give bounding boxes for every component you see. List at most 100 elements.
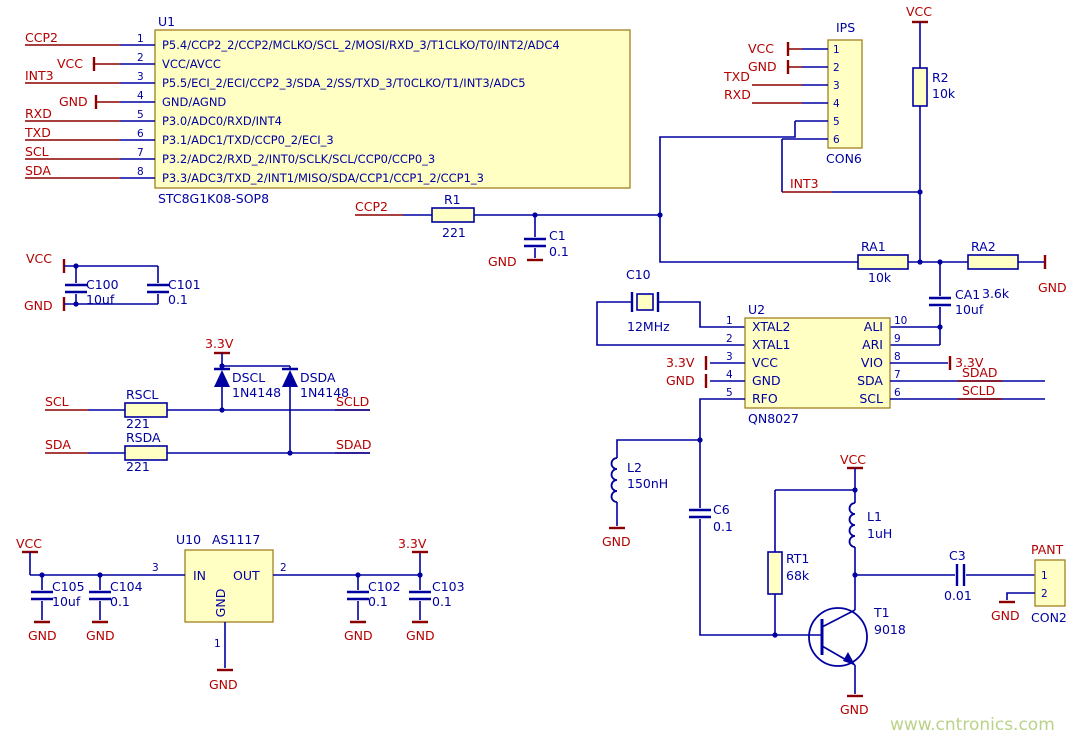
u1-pin7-name: P3.2/ADC2/RXD_2/INT0/SCLK/SCL/CCP0/CCP0_… xyxy=(162,152,435,166)
pant-pin2-num: 2 xyxy=(1041,588,1048,600)
ips-pin5-wire xyxy=(659,121,858,263)
c6-value: 0.1 xyxy=(713,519,733,534)
ra-gnd-label: GND xyxy=(1038,280,1067,295)
l1-coil xyxy=(848,502,856,548)
u1-body xyxy=(154,29,631,189)
u2-vio: VIO xyxy=(861,355,883,370)
u2-v33-label: 3.3V xyxy=(666,355,695,370)
u10-output-wires xyxy=(273,552,421,620)
ra2-body xyxy=(967,254,1019,270)
u1-pin4-num: 4 xyxy=(137,90,144,102)
ips-pin1-num: 1 xyxy=(833,44,840,56)
watermark: www.cntronics.com xyxy=(890,715,1055,735)
dscl-value: 1N4148 xyxy=(232,385,281,400)
component-r2: VCC R2 10k xyxy=(906,4,956,262)
clamp-v33-label: 3.3V xyxy=(205,336,234,351)
u10-pin-out: OUT xyxy=(233,568,260,583)
u2-num6: 6 xyxy=(894,387,901,399)
u10-vcc-label: VCC xyxy=(16,536,42,551)
c100-vcc-label: VCC xyxy=(26,251,52,266)
c10-wires xyxy=(596,301,745,346)
u1-net-gnd: GND xyxy=(59,94,88,109)
u2-ref: U2 xyxy=(748,302,765,317)
u2-body xyxy=(744,317,891,409)
ips-port-wires xyxy=(752,48,802,104)
c102-gnd-label: GND xyxy=(344,628,373,643)
pant-body xyxy=(1034,559,1066,607)
c101-value: 0.1 xyxy=(168,292,188,307)
u1-ref: U1 xyxy=(158,14,175,29)
component-u10: U10 AS1117 IN OUT GND 3 2 1 VCC GND GND … xyxy=(16,532,465,692)
ra1-body xyxy=(857,254,909,270)
ips-pin2-num: 2 xyxy=(833,62,840,74)
ra2-value: 3.6k xyxy=(982,286,1010,301)
r2-value: 10k xyxy=(932,86,956,101)
t1-leads xyxy=(821,575,856,694)
u1-part: STC8G1K08-SOP8 xyxy=(158,191,269,206)
component-l2-c6: GND L2 150nH C6 0.1 xyxy=(602,457,733,549)
c100-ref: C100 xyxy=(86,277,119,292)
u1-net-scl: SCL xyxy=(25,144,49,159)
dsda-value: 1N4148 xyxy=(300,385,349,400)
u1-pin1-name: P5.4/CCP2_2/CCP2/MCLKO/SCL_2/MOSI/RXD_3/… xyxy=(162,38,560,52)
c6-plates xyxy=(689,508,711,519)
l1-value: 1uH xyxy=(867,526,892,541)
u1-pin2-num: 2 xyxy=(137,52,144,64)
net-label-scl: SCL xyxy=(45,394,69,409)
c105-value: 10uf xyxy=(52,594,81,609)
u1-pin2-name: VCC/AVCC xyxy=(162,57,221,71)
u1-pin5-num: 5 xyxy=(137,109,144,121)
ips-net-txd: TXD xyxy=(723,69,750,84)
u1-pin1-num: 1 xyxy=(137,33,144,45)
c100-gnd-label: GND xyxy=(24,298,53,313)
c100-plates xyxy=(65,283,169,294)
l2-value: 150nH xyxy=(627,476,668,491)
rsda-body xyxy=(124,445,168,461)
c10-body xyxy=(636,293,654,311)
u10-v33-label: 3.3V xyxy=(398,536,427,551)
r2-vcc-label: VCC xyxy=(906,4,932,19)
ips-pin4-num: 4 xyxy=(833,98,840,110)
ips-ref: IPS xyxy=(836,20,855,35)
c103-gnd-label: GND xyxy=(406,628,435,643)
u1-pin6-name: P3.1/ADC1/TXD/CCP0_2/ECI_3 xyxy=(162,133,334,147)
ips-part: CON6 xyxy=(826,151,862,166)
c1-value: 0.1 xyxy=(549,244,569,259)
i2c-clamp-section: 3.3V DSCL 1N4148 DSDA 1N4148 SCL RSCL 22… xyxy=(45,336,372,474)
c102-ref: C102 xyxy=(368,579,401,594)
ra2-ref: RA2 xyxy=(971,239,996,254)
l2-ref: L2 xyxy=(627,460,642,475)
component-pant: PANT CON2 1 2 GND xyxy=(991,542,1067,625)
rsda-value: 221 xyxy=(126,459,150,474)
c1-gnd-label: GND xyxy=(488,254,517,269)
rsda-ref: RSDA xyxy=(126,430,161,445)
u10-num-out: 2 xyxy=(280,562,287,574)
decoupling-c100-c101: VCC GND C100 10uf C101 0.1 xyxy=(24,251,201,313)
c100-wires xyxy=(64,265,159,305)
u1-pin4-name: GND/AGND xyxy=(162,95,226,109)
u2-ari: ARI xyxy=(862,337,883,352)
c103-value: 0.1 xyxy=(432,594,452,609)
u2-part: QN8027 xyxy=(748,411,799,426)
ips-pin3-num: 3 xyxy=(833,80,840,92)
u2-xtal2: XTAL2 xyxy=(752,319,790,334)
c3-value: 0.01 xyxy=(944,588,972,603)
net-label-int3: INT3 xyxy=(790,176,819,191)
u1-pin8-name: P3.3/ADC3/TXD_2/INT1/MISO/SDA/CCP1/CCP1_… xyxy=(162,171,484,185)
u10-part: AS1117 xyxy=(212,532,260,547)
c102-c103-plates xyxy=(347,590,431,601)
rscl-ref: RSCL xyxy=(126,387,158,402)
c1-ref: C1 xyxy=(549,228,566,243)
u1-power-bars xyxy=(92,57,98,109)
u1-net-rxd: RXD xyxy=(25,106,52,121)
component-ips: IPS CON6 1 2 3 4 5 6 VCC GND TXD RXD INT… xyxy=(659,20,920,263)
u2-num2: 2 xyxy=(726,333,733,345)
u2-num5: 5 xyxy=(726,387,733,399)
u10-num-in: 3 xyxy=(152,562,159,574)
u10-body xyxy=(184,549,274,623)
u1-net-vcc: VCC xyxy=(57,56,83,71)
u10-num-gnd: 1 xyxy=(214,638,221,650)
component-u2: U2 QN8027 XTAL2 XTAL1 VCC GND RFO 1 2 3 … xyxy=(616,302,1045,636)
u1-net-txd: TXD xyxy=(24,125,51,140)
rt1-value: 68k xyxy=(786,568,810,583)
